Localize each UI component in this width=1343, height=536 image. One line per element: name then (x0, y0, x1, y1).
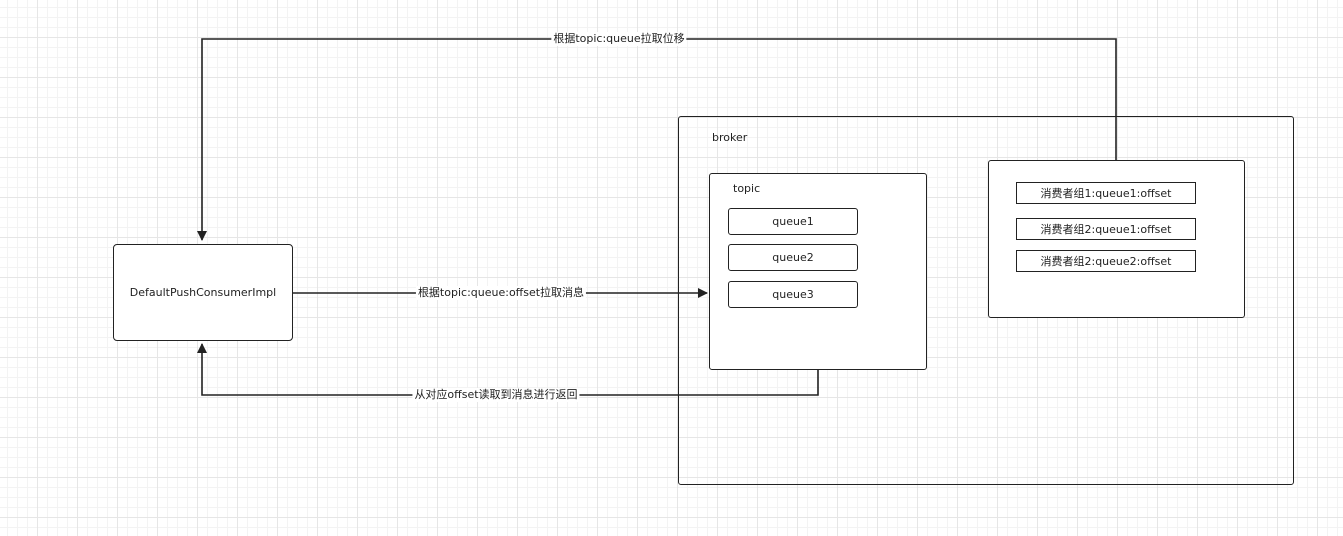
offset-entry-2[interactable]: 消费者组2:queue1:offset (1016, 218, 1196, 240)
offset-entry-2-label: 消费者组2:queue1:offset (1040, 223, 1172, 236)
pull-message-label: 根据topic:queue:offset拉取消息 (415, 286, 587, 300)
offset-entry-3-label: 消费者组2:queue2:offset (1040, 255, 1172, 268)
pull-offset-label: 根据topic:queue拉取位移 (551, 32, 687, 46)
queue1-node[interactable]: queue1 (728, 208, 858, 235)
offset-entry-3[interactable]: 消费者组2:queue2:offset (1016, 250, 1196, 272)
queue1-label: queue1 (772, 215, 814, 228)
return-message-label: 从对应offset读取到消息进行返回 (412, 388, 580, 402)
queue2-label: queue2 (772, 251, 814, 264)
queue3-node[interactable]: queue3 (728, 281, 858, 308)
broker-container[interactable] (678, 116, 1294, 485)
queue2-node[interactable]: queue2 (728, 244, 858, 271)
offset-entry-1-label: 消费者组1:queue1:offset (1040, 187, 1172, 200)
broker-label: broker (712, 131, 748, 144)
offset-entry-1[interactable]: 消费者组1:queue1:offset (1016, 182, 1196, 204)
topic-label: topic (733, 182, 761, 195)
consumer-label: DefaultPushConsumerImpl (129, 286, 277, 299)
consumer-node[interactable]: DefaultPushConsumerImpl (113, 244, 293, 341)
queue3-label: queue3 (772, 288, 814, 301)
topic-container[interactable] (709, 173, 927, 370)
